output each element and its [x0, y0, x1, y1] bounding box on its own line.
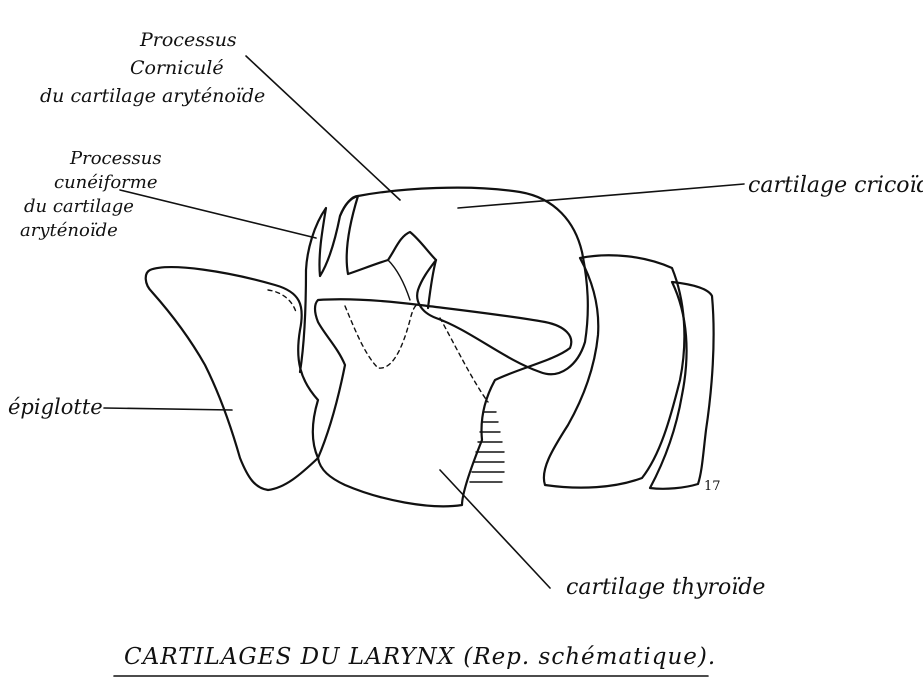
label-cuneiform-line-2: cunéiforme — [54, 172, 158, 193]
label-cuneiform-line-3: du cartilage — [24, 196, 134, 217]
label-cuneiform: Processus cunéiforme du cartilage arytén… — [20, 148, 167, 241]
thyroid-leader-line — [440, 470, 550, 588]
thyroid-hidden-outline-1 — [345, 304, 418, 368]
label-thyroid: cartilage thyroïde — [566, 575, 765, 600]
arytenoid-processes-shape — [300, 196, 436, 372]
tracheal-ring-2 — [650, 282, 714, 489]
diagram-title: CARTILAGES DU LARYNX (Rep. schématique). — [124, 644, 716, 670]
label-cuneiform-line-1: Processus — [69, 148, 162, 169]
label-corniculate-line-2: Corniculé — [130, 57, 224, 79]
label-epiglottis: épiglotte — [8, 395, 103, 419]
membrane-hatching — [470, 412, 504, 482]
cricoid-inner-fold — [388, 260, 410, 300]
label-corniculate: Processus Corniculé du cartilage aryténo… — [40, 29, 265, 107]
corniculate-leader-line — [246, 56, 400, 200]
label-corniculate-line-1: Processus — [139, 29, 237, 51]
larynx-drawing: 17 — [146, 188, 721, 507]
cuneiform-leader-line — [120, 190, 316, 238]
cricoid-leader-line — [458, 184, 744, 208]
epiglottis-shape — [146, 267, 318, 490]
cricoid-cartilage-shape — [358, 188, 588, 375]
figure-number: 17 — [704, 479, 721, 494]
label-cuneiform-line-4: aryténoïde — [20, 220, 118, 241]
epiglottis-leader-line — [104, 408, 232, 410]
thyroid-cartilage-shape — [315, 299, 571, 506]
label-cricoid: cartilage cricoïde — [748, 173, 923, 198]
label-corniculate-line-3: du cartilage aryténoïde — [40, 85, 265, 107]
leader-lines — [104, 56, 744, 588]
